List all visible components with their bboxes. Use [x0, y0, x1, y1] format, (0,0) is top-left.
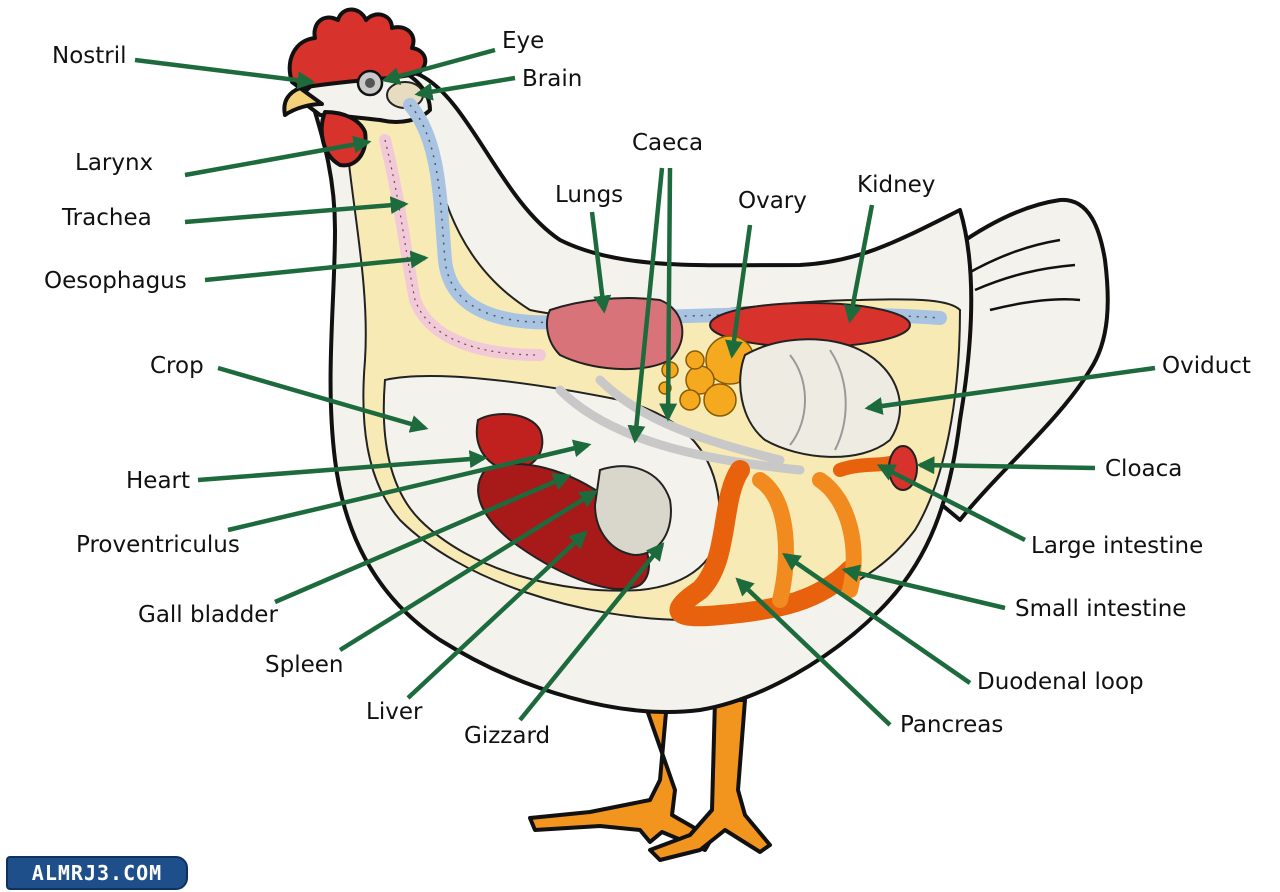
tail-feather-lines — [964, 238, 1081, 312]
label-lungs: Lungs — [555, 182, 623, 208]
arrow-proventriculus — [227, 439, 592, 533]
label-duodenal-loop: Duodenal loop — [977, 669, 1144, 695]
arrow-lungs — [589, 211, 612, 314]
arrow-brain — [414, 75, 516, 101]
label-eye: Eye — [502, 28, 544, 54]
arrow-caeca-2 — [659, 167, 678, 422]
arrow-larynx — [184, 135, 372, 178]
arrow-cloaca — [916, 456, 1096, 475]
beak — [282, 86, 324, 117]
arrow-ovary — [725, 224, 753, 359]
arrow-gall-bladder — [274, 473, 572, 605]
label-crop: Crop — [150, 353, 204, 379]
legs — [528, 688, 772, 862]
label-nostril: Nostril — [52, 43, 127, 69]
label-cloaca: Cloaca — [1105, 456, 1182, 482]
label-trachea: Trachea — [61, 205, 152, 231]
labels: Nostril Eye Brain Larynx Trachea Oesopha… — [44, 28, 1251, 749]
arrow-oviduct — [864, 365, 1156, 415]
caeca-shape — [595, 375, 785, 465]
arrow-oesophagus — [204, 250, 429, 283]
label-ovary: Ovary — [738, 188, 807, 214]
arrow-small-intestine — [841, 564, 1006, 611]
pointer-arrows — [134, 47, 1156, 727]
arrow-kidney — [843, 204, 875, 324]
arrow-nostril — [134, 57, 316, 90]
label-liver: Liver — [366, 699, 423, 725]
arrow-liver — [406, 530, 588, 700]
arrow-crop — [217, 365, 429, 433]
label-heart: Heart — [126, 468, 190, 494]
arrow-large-intestine — [876, 463, 1027, 543]
arrow-pancreas — [735, 577, 892, 727]
label-small-intestine: Small intestine — [1015, 596, 1186, 622]
arrow-heart — [197, 450, 488, 483]
label-spleen: Spleen — [265, 652, 343, 678]
label-kidney: Kidney — [857, 172, 935, 198]
label-caeca: Caeca — [632, 130, 703, 156]
arrow-caeca-1 — [627, 167, 665, 444]
gizzard-shape — [593, 465, 672, 557]
arrow-trachea — [184, 196, 409, 225]
lungs-shape — [546, 297, 684, 370]
label-large-intestine: Large intestine — [1031, 533, 1203, 559]
label-brain: Brain — [522, 66, 582, 92]
oviduct-shape — [739, 338, 901, 458]
label-gall-bladder: Gall bladder — [138, 602, 278, 628]
label-gizzard: Gizzard — [464, 723, 550, 749]
label-oesophagus: Oesophagus — [44, 268, 187, 294]
watermark-logo: ALMRJ3.COM — [6, 856, 188, 890]
label-proventriculus: Proventriculus — [76, 532, 240, 558]
arrow-spleen — [338, 490, 599, 652]
arrow-eye — [381, 47, 496, 85]
label-larynx: Larynx — [75, 150, 153, 176]
label-oviduct: Oviduct — [1162, 353, 1251, 379]
arrow-duodenal-loop — [782, 552, 972, 685]
label-pancreas: Pancreas — [900, 712, 1003, 738]
arrow-gizzard — [518, 542, 665, 722]
